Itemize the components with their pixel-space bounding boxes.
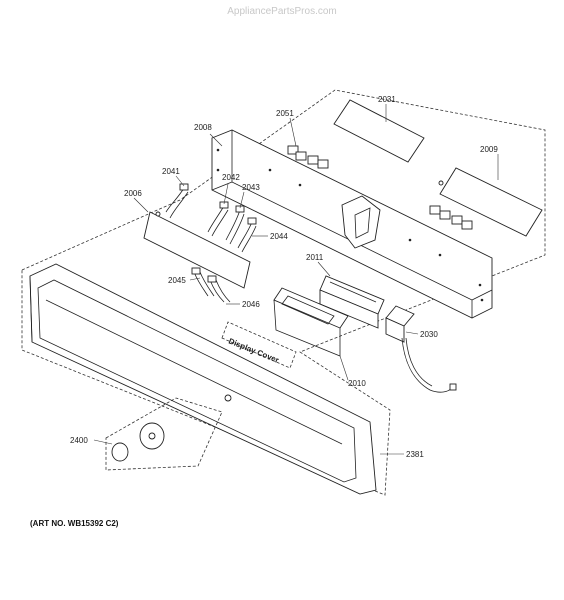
harness-2043[interactable] <box>225 205 245 245</box>
control-panel-2381[interactable] <box>29 263 377 495</box>
callout-2031[interactable]: 2031 <box>378 95 396 104</box>
switch-2051[interactable] <box>287 145 473 230</box>
callout-2030[interactable]: 2030 <box>420 330 438 339</box>
callout-2046[interactable]: 2046 <box>242 300 260 309</box>
back-frame-2008[interactable] <box>211 129 493 319</box>
callout-2044[interactable]: 2044 <box>270 232 288 241</box>
callout-2010[interactable]: 2010 <box>348 379 366 388</box>
display-board-2030[interactable] <box>385 305 457 393</box>
leader-lines <box>93 104 499 455</box>
art-number: (ART NO. WB15392 C2) <box>30 519 119 528</box>
callout-2400[interactable]: 2400 <box>70 436 88 445</box>
harness-2044[interactable] <box>237 217 257 253</box>
callout-2011[interactable]: 2011 <box>306 253 324 262</box>
display-bracket-2010[interactable] <box>273 287 349 357</box>
watermark-text: AppliancePartsPros.com <box>227 6 337 17</box>
callout-2051[interactable]: 2051 <box>276 109 294 118</box>
callout-labels: 2031 2051 2008 2009 2041 2042 2043 2006 … <box>70 95 498 459</box>
cover-plate-2031[interactable] <box>333 99 425 163</box>
callout-2381[interactable]: 2381 <box>406 450 424 459</box>
control-board-2006[interactable] <box>143 211 251 289</box>
callout-2009[interactable]: 2009 <box>480 145 498 154</box>
harness-2041[interactable] <box>165 183 189 219</box>
display-2011[interactable] <box>319 275 385 329</box>
callout-2006[interactable]: 2006 <box>124 189 142 198</box>
callout-2043[interactable]: 2043 <box>242 183 260 192</box>
harness-2045[interactable] <box>191 267 215 297</box>
callout-2045[interactable]: 2045 <box>168 276 186 285</box>
cover-plate-2009[interactable] <box>438 167 543 237</box>
harness-2046[interactable] <box>207 275 231 303</box>
harness-2042[interactable] <box>207 201 229 237</box>
callout-2008[interactable]: 2008 <box>194 123 212 132</box>
callout-2042[interactable]: 2042 <box>222 173 240 182</box>
callout-2041[interactable]: 2041 <box>162 167 180 176</box>
knob-assembly-2400[interactable] <box>105 397 223 471</box>
